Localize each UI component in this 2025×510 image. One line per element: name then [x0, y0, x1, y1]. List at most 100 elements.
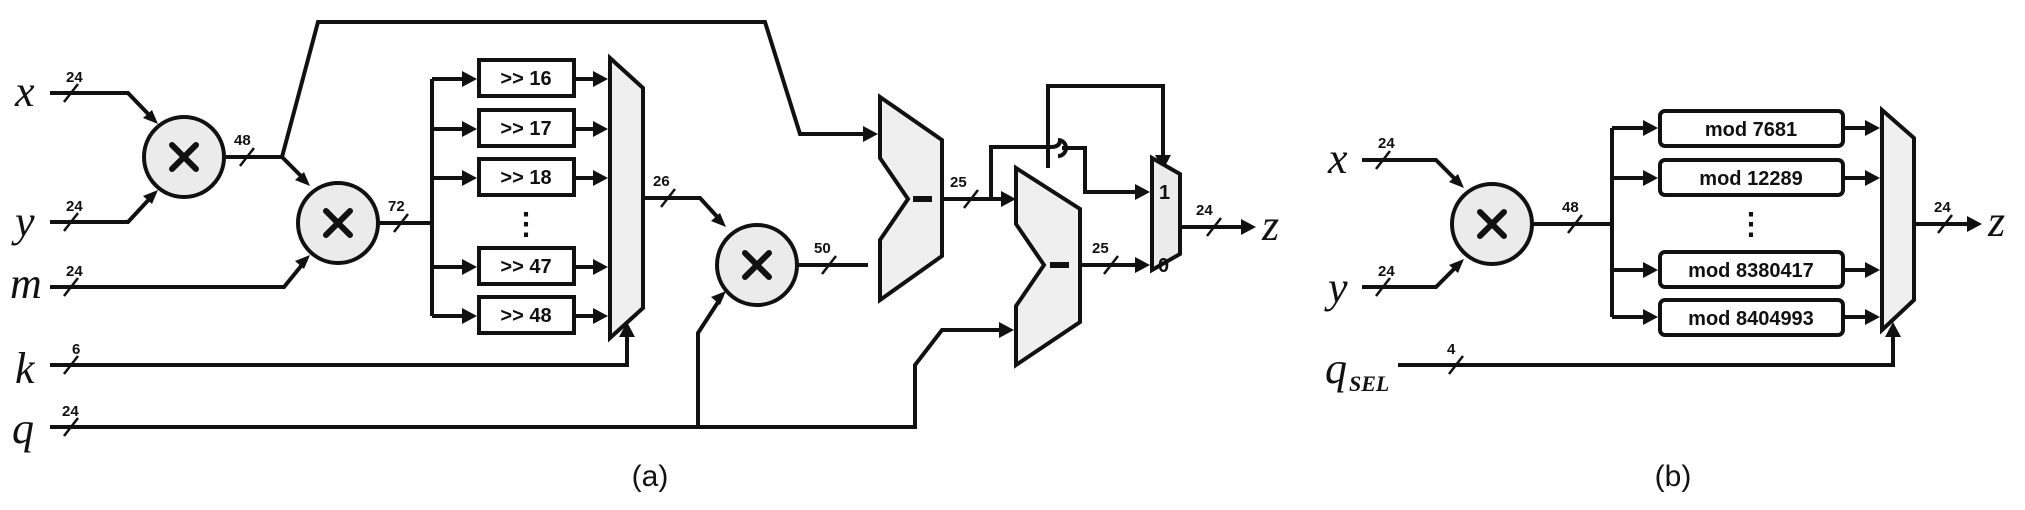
shift-label: >> 18 — [500, 167, 551, 189]
input-q-label: q — [12, 404, 34, 453]
width-m: 24 — [66, 263, 83, 280]
shift-ellipsis: ⋮ — [511, 208, 541, 241]
caption-a: (a) — [632, 460, 669, 493]
arrowhead-icon — [143, 190, 158, 204]
arrowhead-icon — [1865, 120, 1880, 136]
arrowhead-icon — [593, 308, 608, 324]
mod-box — [1658, 250, 1845, 289]
bus-ticks-b — [1375, 150, 1953, 375]
wire-m — [50, 258, 308, 289]
arrowhead-icon — [593, 259, 608, 275]
arrowhead-icon — [1967, 216, 1982, 232]
mux-input-1-label: 1 — [1159, 182, 1170, 204]
shift-box — [477, 295, 576, 335]
shift-box — [477, 108, 576, 148]
width-q: 24 — [62, 403, 79, 420]
multiplier-b — [1450, 182, 1534, 266]
arrowhead-icon — [1865, 170, 1880, 186]
width-y: 24 — [1378, 263, 1395, 280]
width-mul1: 48 — [234, 132, 251, 149]
arrowheads-b — [1449, 120, 1982, 337]
mod-label: mod 7681 — [1705, 119, 1797, 141]
wire-sub2-sign — [1046, 84, 1165, 168]
arrowhead-icon — [1241, 219, 1256, 235]
wire-q — [50, 328, 1004, 429]
width-x: 24 — [1378, 135, 1395, 152]
output-z-label: z — [1987, 197, 2005, 246]
mod-box — [1658, 109, 1845, 148]
mod-label: mod 8404993 — [1688, 308, 1814, 330]
input-y-label: y — [11, 197, 35, 246]
width-y: 24 — [66, 198, 83, 215]
width-shift-mux: 26 — [653, 173, 670, 190]
arrowhead-icon — [593, 121, 608, 137]
arrowhead-icon — [1135, 257, 1150, 273]
arrowhead-icon — [1449, 259, 1464, 273]
mod-label: mod 8380417 — [1688, 260, 1814, 282]
width-x: 24 — [66, 69, 83, 86]
subtractor-2 — [1014, 164, 1082, 369]
shift-box — [477, 157, 576, 197]
width-out: 24 — [1196, 202, 1213, 219]
arrowhead-icon — [1643, 170, 1658, 186]
multiply-cross-icon — [1477, 209, 1507, 239]
input-x-label: x — [1327, 134, 1348, 183]
width-mul2: 72 — [388, 198, 405, 215]
shift-box — [477, 58, 576, 98]
arrowhead-icon — [1135, 184, 1150, 200]
multiplier-2 — [296, 181, 380, 265]
shift-label: >> 17 — [500, 118, 551, 140]
output-multiplexer: 1 0 — [1150, 154, 1182, 277]
diagram-b: x y qSEL — [1324, 105, 2005, 493]
bus-ticks-a — [63, 83, 1222, 437]
arrowhead-icon — [711, 291, 726, 305]
wire-qsel — [1398, 330, 1895, 367]
arrowhead-icon — [462, 259, 477, 275]
wire-mul1-out — [226, 155, 308, 183]
width-sub2: 25 — [1092, 240, 1109, 257]
arrowhead-icon — [1643, 309, 1658, 325]
arrowhead-icon — [295, 172, 310, 186]
arrowhead-icon — [619, 322, 635, 337]
width-q: 4 — [1447, 341, 1456, 358]
wire-x — [50, 91, 156, 122]
wire-k — [50, 330, 629, 367]
arrowhead-icon — [1865, 262, 1880, 278]
arrowhead-icon — [143, 110, 158, 124]
arrowhead-icon — [711, 213, 726, 227]
shift-multiplexer — [608, 53, 645, 343]
wire-x-times-y-to-sub1 — [280, 20, 868, 158]
caption-b: (b) — [1655, 460, 1692, 493]
arrowhead-icon — [462, 308, 477, 324]
wire-x — [1362, 158, 1462, 186]
mod-multiplexer — [1880, 105, 1916, 335]
arrowhead-icon — [999, 322, 1014, 338]
input-y-label: y — [1324, 263, 1348, 312]
arrowhead-icon — [1643, 120, 1658, 136]
width-out: 24 — [1934, 199, 1951, 216]
wire-q-to-mul3 — [696, 294, 724, 427]
mux-input-0-label: 0 — [1158, 255, 1169, 277]
width-mul3: 50 — [814, 240, 831, 257]
wire-sub1-to-mux-in1 — [1062, 146, 1140, 194]
wire-y — [50, 192, 156, 224]
shift-boxes: >> 16 >> 17 >> 18 ⋮ >> 47 >> 48 — [477, 58, 576, 335]
multiplier-3 — [715, 223, 799, 307]
arrowhead-icon — [1001, 191, 1016, 207]
arrowhead-icon — [593, 170, 608, 186]
shift-box — [477, 246, 576, 286]
shift-label: >> 48 — [500, 305, 551, 327]
width-k: 6 — [72, 341, 80, 358]
multiply-cross-icon — [323, 208, 353, 238]
arrowheads-a — [143, 71, 1256, 338]
shift-label: >> 47 — [500, 256, 551, 278]
multiplier-1 — [142, 115, 226, 199]
mod-ellipsis: ⋮ — [1736, 208, 1766, 241]
mod-boxes: mod 7681 mod 12289 ⋮ mod 8380417 mod 840… — [1658, 109, 1845, 337]
input-k-label: k — [15, 344, 36, 393]
arrowhead-icon — [863, 126, 878, 142]
mod-box — [1658, 158, 1845, 197]
arrowhead-icon — [593, 71, 608, 87]
width-sub1: 25 — [950, 174, 967, 191]
